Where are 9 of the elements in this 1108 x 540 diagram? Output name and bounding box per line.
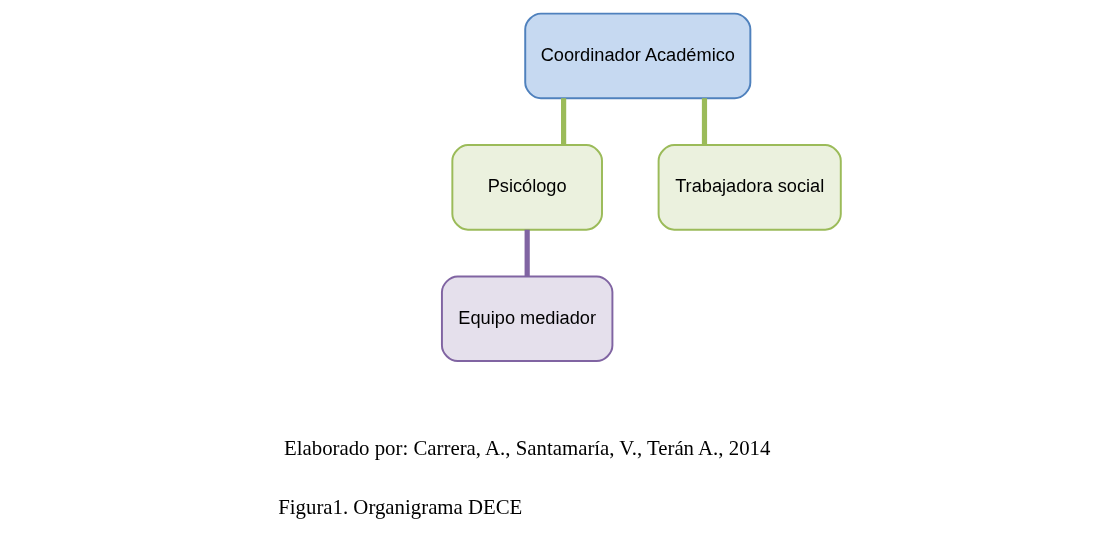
label: Elaborado por: Carrera, A., Santamaría, V., Terán A., 2014 <box>283 436 770 461</box>
connector <box>524 229 530 277</box>
node-box: Trabajadora social <box>657 144 842 231</box>
node-box: Psicólogo <box>450 144 603 231</box>
node-box: Equipo mediador <box>440 275 613 363</box>
node-box: Coordinador Académico <box>523 12 751 100</box>
connector <box>701 98 707 145</box>
connector <box>560 98 566 145</box>
caption: Figura1. Organigrama DECE <box>277 495 522 520</box>
